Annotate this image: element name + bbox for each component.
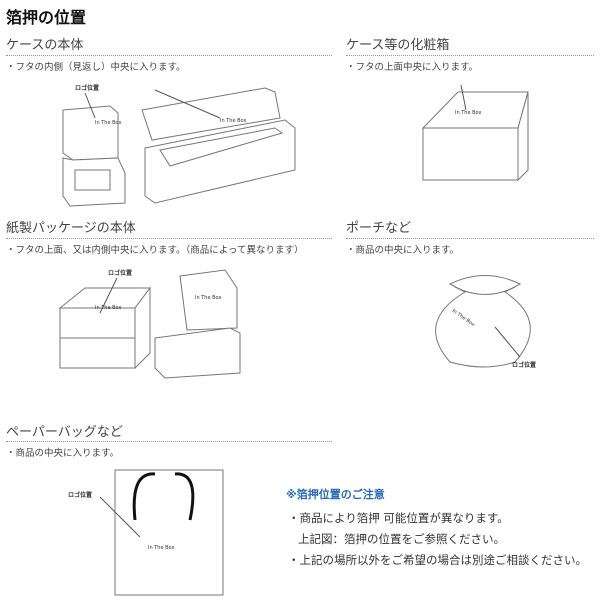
divider xyxy=(6,441,332,442)
section-heading-pouch: ポーチなど xyxy=(346,221,412,236)
pouch-illustration xyxy=(435,275,531,368)
section-note: ・フタの上面中央に入ります。 xyxy=(346,62,479,73)
section-note: ・フタの上面、又は内側中央に入ります。（商品によって異なります） xyxy=(6,245,304,256)
divider xyxy=(346,55,594,56)
paper-package-illustration xyxy=(58,269,241,379)
case-body-illustration xyxy=(62,87,296,207)
in-the-box-logo: In The Box xyxy=(195,295,222,301)
section-heading-gift-box: ケース等の化粧箱 xyxy=(346,38,450,53)
in-the-box-logo: In The Box xyxy=(455,110,482,116)
in-the-box-logo: In The Box xyxy=(220,118,247,124)
page-title: 箔押の位置 xyxy=(6,8,87,27)
section-note: ・商品の中央に入ります。 xyxy=(6,448,120,459)
divider xyxy=(6,238,332,239)
notice-line: ・上記の場所以外をご希望の場合は別途ご相談ください。 xyxy=(288,553,587,567)
paper-bag-illustration xyxy=(99,469,224,596)
in-the-box-logo: In The Box xyxy=(95,120,122,126)
notice-line: 上記図：箔押の位置をご参照ください。 xyxy=(298,532,505,546)
section-note: ・商品の中央に入ります。 xyxy=(346,245,460,256)
notice-line: ・商品により箔押 可能位置が異なります。 xyxy=(288,511,509,525)
logo-position-label: ロゴ位置 xyxy=(108,270,133,277)
logo-position-label: ロゴ位置 xyxy=(512,362,537,369)
section-heading-paper-bag: ペーパーバッグなど xyxy=(6,425,123,440)
in-the-box-logo: In The Box xyxy=(148,545,175,551)
divider xyxy=(346,238,594,239)
gift-box-illustration xyxy=(421,84,529,182)
logo-position-label: ロゴ位置 xyxy=(68,492,93,499)
logo-position-label: ロゴ位置 xyxy=(75,85,100,92)
section-heading-paper-package: 紙製パッケージの本体 xyxy=(6,221,136,236)
section-note: ・フタの内側（見返し）中央に入ります。 xyxy=(6,62,186,73)
section-heading-case-body: ケースの本体 xyxy=(6,38,84,53)
divider xyxy=(6,55,332,56)
in-the-box-logo: In The Box xyxy=(95,305,122,311)
notice-heading: ※箔押位置のご注意 xyxy=(286,488,385,501)
